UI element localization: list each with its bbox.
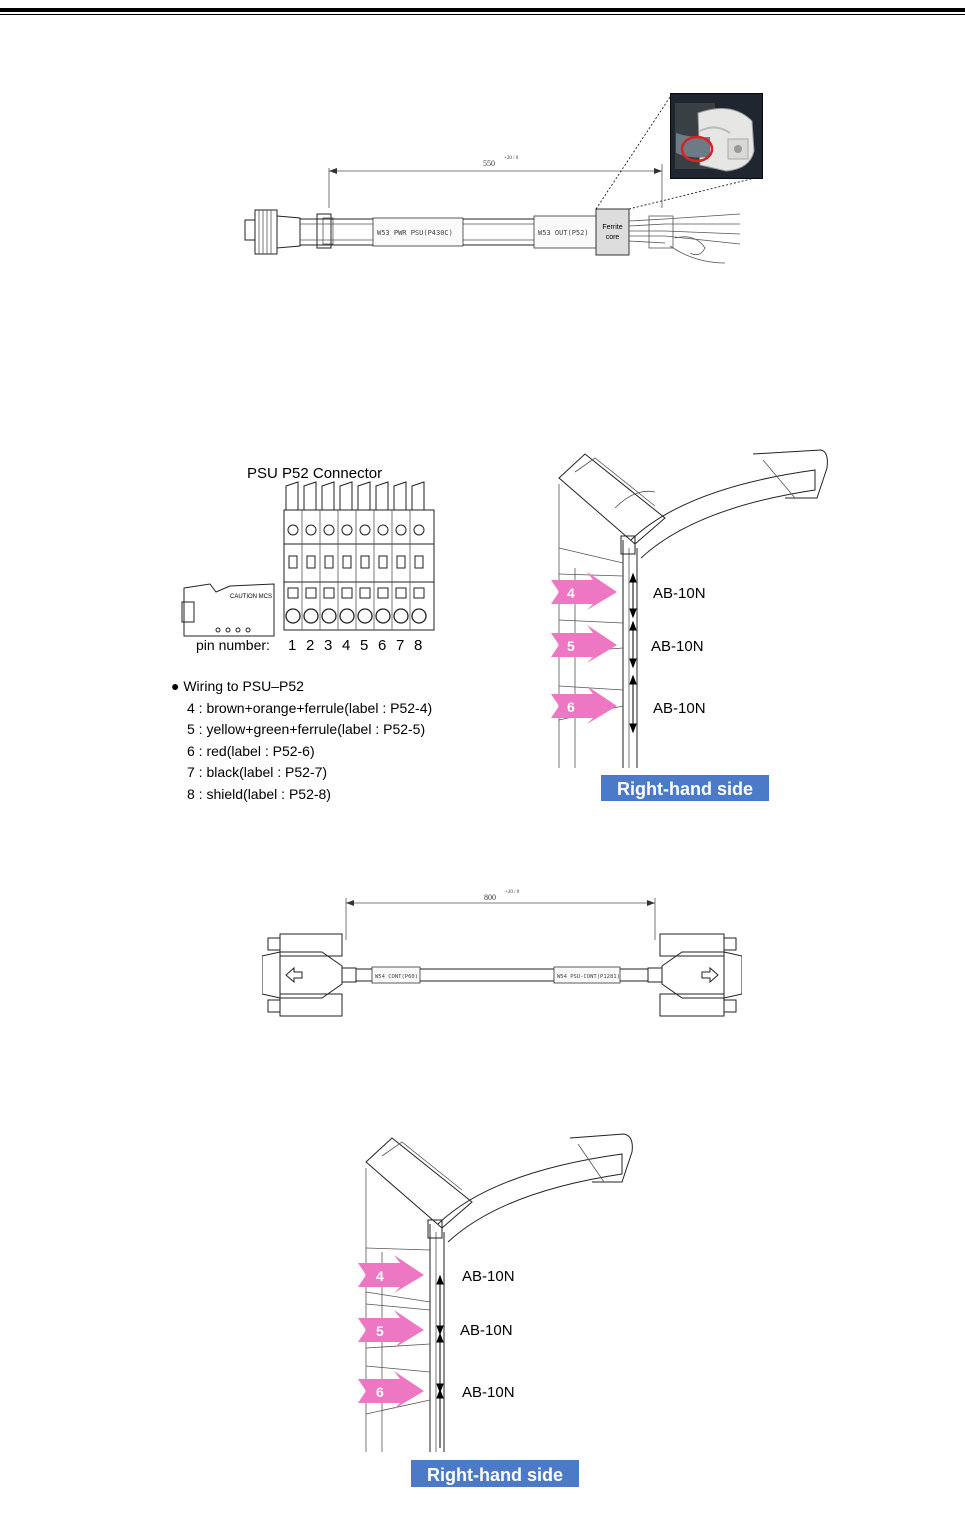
ferrite-photo: [670, 93, 763, 179]
arrow-5: [551, 625, 617, 663]
arrow2-4: [358, 1255, 424, 1293]
ab-label-3: AB-10N: [653, 700, 706, 717]
pin-5: 5: [360, 637, 368, 654]
wiring-heading: ● Wiring to PSU–P52: [171, 678, 304, 694]
wiring-line-5: 5 : yellow+green+ferrule(label : P52-5): [187, 721, 426, 738]
arrow2-6-label: 6: [376, 1384, 384, 1400]
wiring-line-8: 8 : shield(label : P52-8): [187, 785, 331, 802]
dsub-left-face: [262, 951, 281, 999]
connector-body: [283, 509, 435, 631]
cable-w54-diagram: 800 +20 / 0 W54 CONT(P60) W54 PSU-CONT(P…: [262, 890, 742, 1017]
ferrite-core: [595, 208, 630, 256]
rack-diagram-1: 4 5 6 AB-10N AB-10N AB-10N Right-hand si…: [551, 449, 828, 801]
arrow-4-label: 4: [567, 585, 575, 601]
arrow-5-label: 5: [567, 638, 575, 654]
label-sleeve-right: [533, 215, 597, 249]
pin-6: 6: [378, 637, 386, 654]
clamp: [316, 213, 332, 249]
arrow2-4-label: 4: [376, 1268, 384, 1284]
pin-2: 2: [306, 637, 314, 654]
arrow-6-label: 6: [567, 699, 575, 715]
label-left-text: W53 PWR PSU(P430C): [377, 229, 453, 237]
badge2-text: Right-hand side: [427, 1465, 563, 1485]
label2-sleeve-left: [371, 966, 421, 984]
right-hand-side-badge-2: [411, 1460, 579, 1487]
psu-p52-connector-diagram: PSU P52 Connector CAUTION: [181, 465, 435, 654]
dim-value: 550: [483, 159, 495, 168]
wiring-line-6: 6 : red(label : P52-6): [187, 742, 315, 759]
right-hand-side-badge: [601, 775, 769, 801]
pin-7: 7: [396, 637, 404, 654]
cable-w53-diagram: 550 +20 / 0 W53 PWR PSU(P430C) W53 OUT(P…: [244, 93, 764, 264]
pin-4: 4: [342, 637, 350, 654]
dim2-value: 800: [484, 893, 496, 902]
connector-title: PSU P52 Connector: [247, 465, 382, 482]
ferrite-line2: core: [606, 234, 620, 241]
ab2-label-2: AB-10N: [460, 1322, 513, 1339]
mating-plug: [183, 583, 275, 637]
ferrite-line1: Ferrite: [602, 224, 622, 231]
dsub-right-face: [723, 951, 742, 999]
label2-left-text: W54 CONT(P60): [375, 974, 418, 980]
wiring-line-7: 7 : black(label : P52-7): [187, 764, 328, 781]
badge-text: Right-hand side: [617, 779, 753, 799]
arrow-4: [551, 572, 617, 610]
label-sleeve-left: [372, 217, 464, 247]
ab-label-1: AB-10N: [653, 585, 706, 602]
arrow2-6: [358, 1371, 424, 1409]
arrow-6: [551, 686, 617, 724]
label-right-text: W53 OUT(P52): [538, 229, 589, 237]
header-rule-thick: [0, 8, 965, 12]
ab2-label-1: AB-10N: [462, 1268, 515, 1285]
wiring-list: ● Wiring to PSU–P52 4 : brown+orange+fer…: [171, 676, 501, 806]
pin-3: 3: [324, 637, 332, 654]
header-rule-thin: [0, 14, 965, 15]
ab2-label-3: AB-10N: [462, 1384, 515, 1401]
dim2-tolerance: +20 / 0: [505, 890, 520, 895]
plug-body-label: CAUTION MCS: [230, 594, 272, 600]
label2-right-text: W54 PSU-CONT(P1281): [557, 974, 620, 980]
dim-tolerance: +20 / 0: [504, 156, 519, 161]
pin-8: 8: [414, 637, 422, 654]
rack-diagram-2: 4 5 6 AB-10N AB-10N AB-10N Right-hand si…: [358, 1133, 633, 1487]
label2-sleeve-right: [553, 966, 621, 984]
pin-1: 1: [288, 637, 296, 654]
highlight-circle: [680, 135, 714, 163]
dsub-right-hood: [661, 951, 725, 999]
ab-label-2: AB-10N: [651, 638, 704, 655]
arrow2-5-label: 5: [376, 1323, 384, 1339]
dsub-left-hood: [279, 951, 343, 999]
pin-number-prefix: pin number:: [196, 637, 270, 653]
wiring-line-4: 4 : brown+orange+ferrule(label : P52-4): [187, 699, 433, 716]
round-connector: [254, 209, 278, 255]
arrow2-5: [358, 1310, 424, 1348]
